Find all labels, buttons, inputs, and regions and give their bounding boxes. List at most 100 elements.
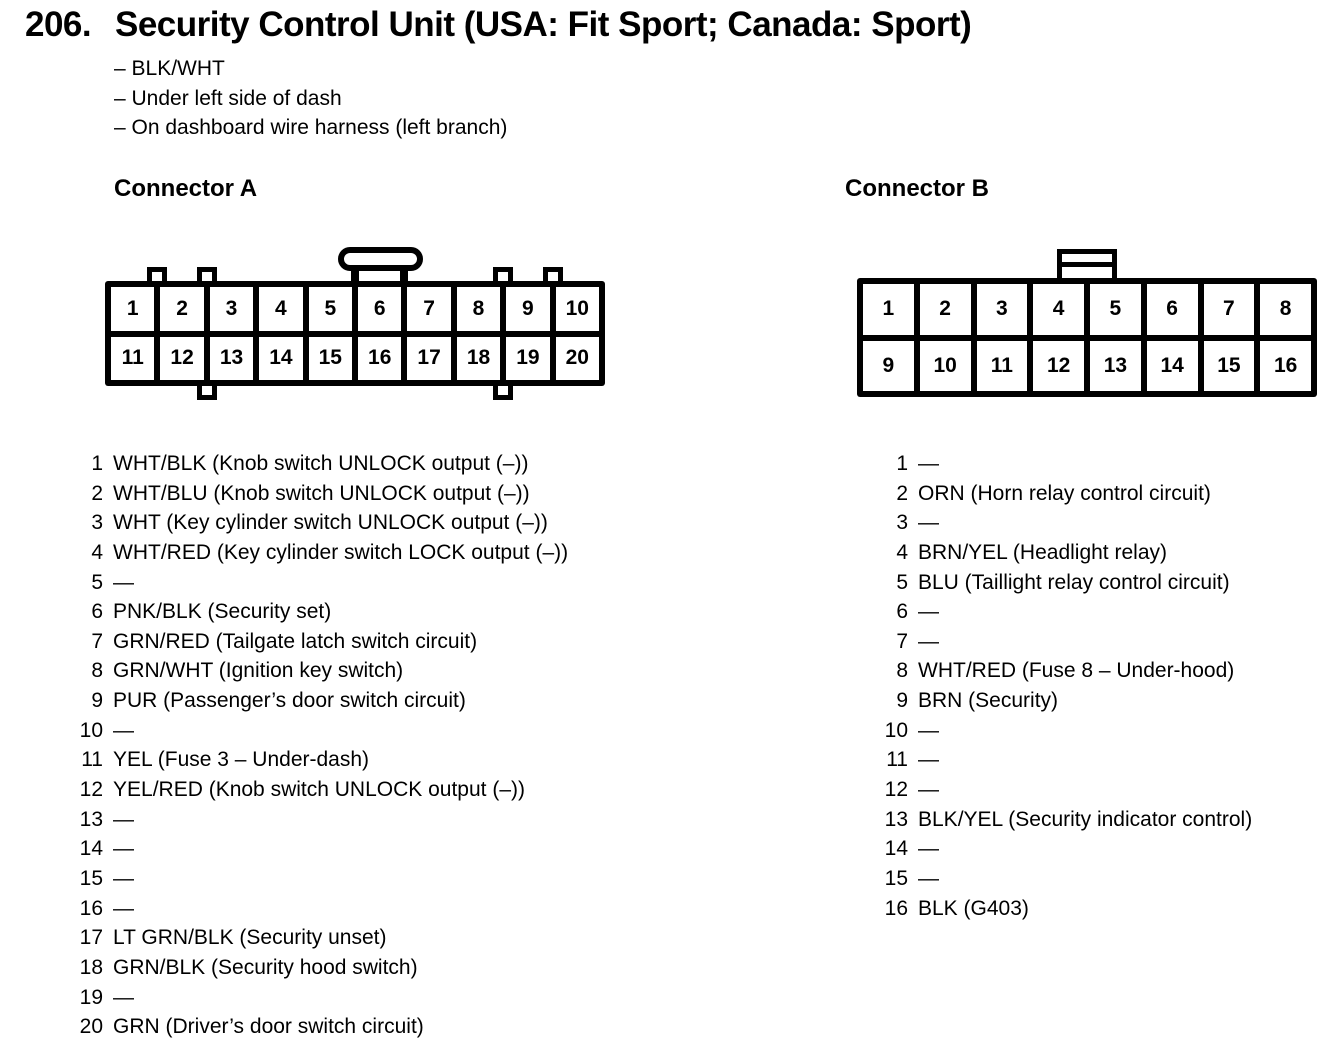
- pin-number: 19: [79, 985, 103, 1009]
- pin-cell: 17: [407, 336, 451, 380]
- location-note: – Under left side of dash: [114, 86, 342, 110]
- pin-row: 15 —: [75, 867, 568, 897]
- pin-number: 3: [91, 511, 103, 535]
- location-note: – On dashboard wire harness (left branch…: [114, 116, 508, 139]
- pin-description: —: [113, 718, 134, 742]
- pin-number: 2: [91, 481, 103, 505]
- latch-leg-icon: [351, 270, 359, 281]
- pin-description: BRN/YEL (Headlight relay): [918, 540, 1167, 564]
- pin-description: WHT/BLU (Knob switch UNLOCK output (–)): [113, 481, 530, 505]
- pin-description: BLU (Taillight relay control circuit): [918, 570, 1230, 594]
- connector-b-heading: Connector B: [845, 175, 989, 202]
- pin-description: —: [113, 807, 134, 831]
- pin-cell: 20: [555, 336, 599, 380]
- pin-number: 14: [884, 837, 908, 861]
- pin-cell: 4: [1033, 284, 1084, 335]
- connector-a-heading: Connector A: [114, 175, 258, 202]
- location-note: – BLK/WHT: [114, 57, 225, 80]
- pin-number: 14: [79, 837, 103, 861]
- pin-number: 11: [886, 748, 908, 772]
- keying-tab-icon: [493, 267, 513, 281]
- pin-cell: 12: [1033, 340, 1084, 391]
- pin-number: 6: [91, 600, 103, 624]
- latch-tab-icon: [1057, 249, 1117, 278]
- pin-description: PNK/BLK (Security set): [113, 600, 332, 624]
- pin-cell: 19: [506, 336, 550, 380]
- pin-description: —: [113, 985, 134, 1009]
- pin-row: 3 —: [880, 511, 1252, 541]
- pin-cell: 13: [1090, 340, 1141, 391]
- pin-number: 9: [91, 689, 103, 713]
- pin-number: 10: [79, 718, 103, 742]
- location-notes: – BLK/WHT – Under left side of dash – On…: [114, 57, 507, 146]
- pin-number: 16: [884, 896, 908, 920]
- pin-description: —: [918, 452, 939, 475]
- pin-row: 8 WHT/RED (Fuse 8 – Under-hood): [880, 659, 1252, 689]
- pin-description: —: [918, 748, 939, 772]
- pin-cell: 16: [1260, 340, 1311, 391]
- connector-b-pin-list: 1 — 2 ORN (Horn relay control circuit) 3…: [880, 452, 1253, 926]
- keying-tab-icon: [197, 267, 217, 281]
- pin-number: 5: [91, 570, 103, 594]
- pin-number: 4: [91, 540, 103, 564]
- pin-description: —: [918, 600, 939, 624]
- pin-description: WHT/BLK (Knob switch UNLOCK output (–)): [113, 452, 529, 475]
- keying-tab-icon: [147, 267, 167, 281]
- pin-description: —: [113, 866, 134, 890]
- pin-cell: 7: [1203, 284, 1255, 335]
- pin-number: 7: [91, 629, 103, 653]
- section-title: Security Control Unit (USA: Fit Sport; C…: [115, 5, 972, 44]
- pin-cell: 5: [308, 287, 352, 331]
- pin-row: 11 YEL (Fuse 3 – Under-dash): [75, 748, 568, 778]
- pin-row: 2 ORN (Horn relay control circuit): [880, 482, 1252, 512]
- pin-description: BLK/YEL (Security indicator control): [918, 807, 1253, 831]
- pin-description: GRN/WHT (Ignition key switch): [113, 659, 404, 683]
- pin-row: 4 WHT/RED (Key cylinder switch LOCK outp…: [75, 541, 568, 571]
- keying-tab-icon: [197, 386, 217, 400]
- pin-cell: 9: [506, 287, 550, 331]
- pin-cell: 8: [1260, 284, 1311, 335]
- pin-row: 14 —: [880, 837, 1252, 867]
- pin-number: 18: [79, 955, 103, 979]
- pin-row: 8 GRN/WHT (Ignition key switch): [75, 659, 568, 689]
- pin-description: PUR (Passenger’s door switch circuit): [113, 689, 466, 713]
- pin-cell: 18: [456, 336, 501, 380]
- pin-description: —: [918, 718, 939, 742]
- pin-row: 4 BRN/YEL (Headlight relay): [880, 541, 1252, 571]
- pin-description: GRN/BLK (Security hood switch): [113, 955, 418, 979]
- pin-description: YEL/RED (Knob switch UNLOCK output (–)): [113, 778, 525, 802]
- pin-description: —: [918, 866, 939, 890]
- pin-cell: 9: [863, 340, 914, 391]
- pin-row: 11 —: [880, 748, 1252, 778]
- pin-row: 1 —: [880, 452, 1252, 482]
- pin-number: 12: [79, 778, 103, 802]
- pin-description: LT GRN/BLK (Security unset): [113, 926, 387, 950]
- pin-row: 17 LT GRN/BLK (Security unset): [75, 926, 568, 956]
- pin-number: 7: [896, 629, 908, 653]
- pin-description: WHT/RED (Fuse 8 – Under-hood): [918, 659, 1235, 683]
- pin-description: BRN (Security): [918, 689, 1059, 713]
- pin-number: 12: [884, 778, 908, 802]
- pin-description: GRN (Driver’s door switch circuit): [113, 1015, 424, 1039]
- pin-description: BLK (G403): [918, 896, 1029, 920]
- pin-number: 17: [79, 926, 103, 950]
- pin-cell: 13: [209, 336, 254, 380]
- pin-cell: 3: [209, 287, 254, 331]
- pin-cell: 5: [1090, 284, 1141, 335]
- pin-row: 15 —: [880, 867, 1252, 897]
- latch-tab-bar: [1061, 262, 1113, 267]
- pin-row: 3 WHT (Key cylinder switch UNLOCK output…: [75, 511, 568, 541]
- keying-tab-icon: [543, 267, 563, 281]
- pin-number: 15: [79, 866, 103, 890]
- pin-description: ORN (Horn relay control circuit): [918, 481, 1211, 505]
- pin-number: 8: [91, 659, 103, 683]
- pin-number: 1: [91, 452, 103, 475]
- pin-cell: 12: [160, 336, 204, 380]
- pin-cell: 1: [111, 287, 155, 331]
- pin-description: —: [918, 511, 939, 535]
- page-title: 206. Security Control Unit (USA: Fit Spo…: [25, 5, 972, 45]
- pin-row: 16 —: [75, 897, 568, 927]
- pin-number: 13: [79, 807, 103, 831]
- pin-row: 13 —: [75, 808, 568, 838]
